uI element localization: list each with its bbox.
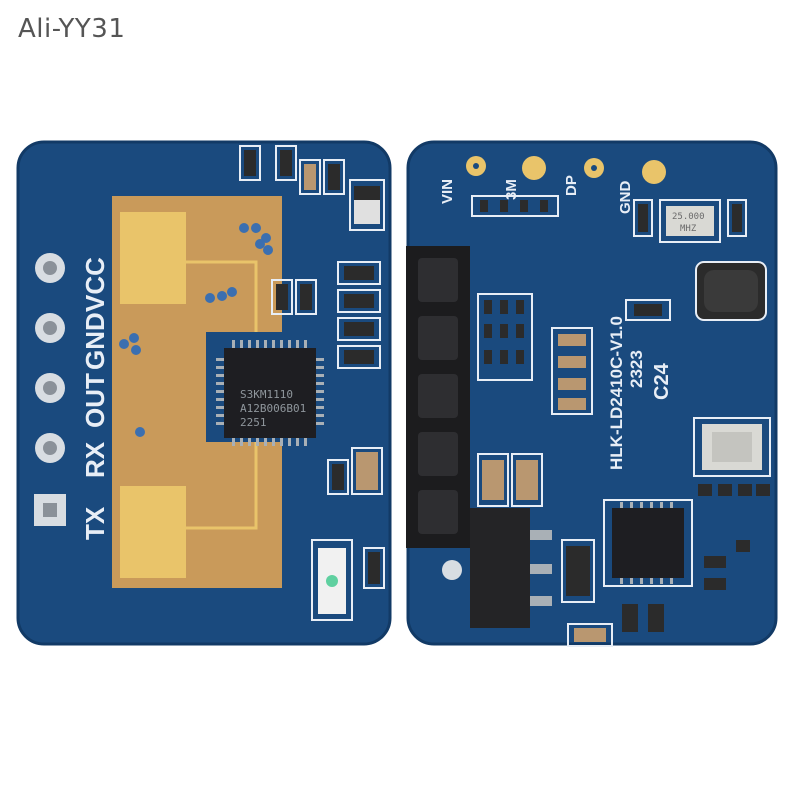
chip-line-1: S3KM1110 (240, 388, 293, 401)
regulator-leads (530, 530, 552, 606)
patch-antenna-bottom (120, 486, 186, 578)
chip-pins (216, 340, 324, 446)
revision-label: C24 (651, 362, 673, 400)
pin-label-tx: TX (80, 506, 110, 540)
front-pin-holes (34, 253, 66, 526)
date-code-label: 2323 (627, 350, 646, 388)
crystal-line-1: 25.000 (672, 212, 705, 222)
front-board: S3KM1110 A12B006B01 2251 TX RX OUT GND V… (16, 140, 392, 646)
back-top-resistors (471, 195, 559, 217)
crystal-line-2: MHZ (680, 224, 697, 234)
mcu-outline (603, 499, 693, 587)
voltage-regulator (470, 508, 530, 628)
mcu-pins (620, 502, 673, 584)
front-pin-labels: TX RX OUT GND VCC (80, 257, 110, 540)
pin-label-3m: 3M (503, 179, 520, 200)
header-slots (418, 258, 458, 534)
radar-chip (224, 348, 316, 438)
back-board: VIN 3M DP GND 25.000 MHZ (406, 140, 778, 647)
crystal (666, 206, 714, 236)
pin-label-out: OUT (80, 373, 110, 428)
led-outline (311, 539, 353, 621)
chip-line-2: A12B006B01 (240, 402, 306, 415)
watermark-text: Ali-YY31 (18, 14, 126, 44)
led-lens (326, 575, 338, 587)
back-pin-labels: VIN 3M DP GND (439, 175, 634, 214)
pin-label-back-gnd: GND (617, 181, 634, 215)
right-small-components (698, 484, 770, 496)
front-smd-components (239, 145, 385, 589)
crystal-outline (659, 199, 721, 243)
top-pads (466, 156, 666, 184)
pin-label-dp: DP (563, 175, 580, 196)
patch-antenna-top (120, 212, 186, 304)
regulator-hole (442, 560, 462, 580)
mcu-chip (612, 508, 684, 578)
pin-label-vin: VIN (439, 179, 456, 204)
sensor-outline (693, 417, 771, 477)
back-mid-resistors (477, 293, 671, 415)
pin-label-rx: RX (80, 441, 110, 478)
bottom-small-components (622, 540, 750, 632)
chip-line-3: 2251 (240, 416, 267, 429)
model-label: HLK-LD2410C-V1.0 (607, 316, 626, 470)
pin-label-vcc: VCC (80, 257, 110, 312)
pin-label-gnd: GND (80, 312, 110, 370)
vias (119, 223, 273, 437)
